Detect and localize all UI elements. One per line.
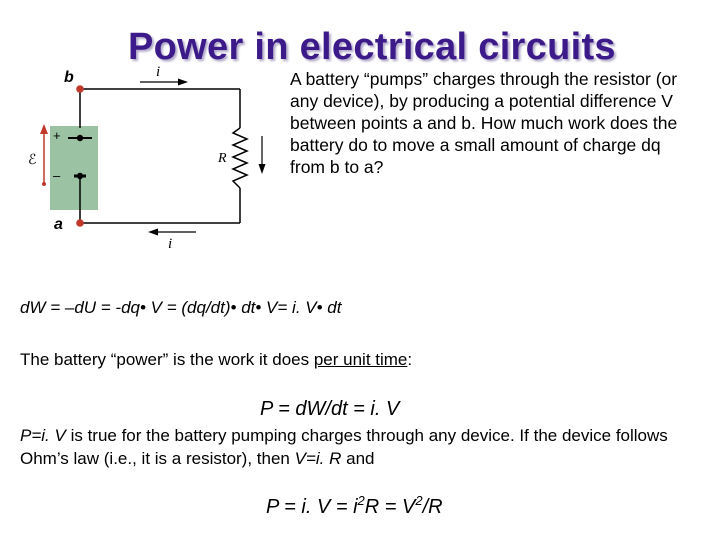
battery-body (50, 126, 98, 210)
power-definition: The battery “power” is the work it does … (20, 350, 412, 370)
emf-arrow-tail (42, 182, 46, 186)
v-equals-ir: V=i. R (294, 449, 342, 468)
question-text: A battery “pumps” charges through the re… (290, 69, 678, 177)
node-battery-plus (76, 134, 84, 142)
label-minus: – (53, 168, 61, 183)
current-arrowhead-bottom (148, 228, 158, 236)
final-eq-part-a: P = i. V = i (266, 496, 358, 518)
power-equation: P = dW/dt = i. V (260, 398, 400, 420)
label-current-bottom: i (168, 236, 172, 252)
label-emf: ℰ (28, 152, 36, 168)
work-equation: dW = –dU = -dq• V = (dq/dt)• dt• V= i. V… (20, 298, 342, 317)
label-resistor: R (217, 151, 227, 166)
paragraph-end: and (341, 449, 375, 468)
final-power-equation: P = i. V = i2R = V2/R (266, 493, 443, 519)
final-eq-squared-2: 2 (415, 493, 423, 508)
current-arrowhead-right (258, 164, 266, 174)
label-current-top: i (156, 64, 160, 80)
final-eq-squared-1: 2 (357, 493, 365, 508)
paragraph-text: is true for the battery pumping charges … (20, 426, 668, 468)
slide-title: Power in electrical circuits (128, 26, 616, 68)
label-a: a (54, 216, 63, 233)
node-b (76, 85, 84, 93)
power-definition-colon: : (407, 350, 413, 369)
ohms-law-paragraph: P=i. V is true for the battery pumping c… (20, 424, 710, 470)
circuit-diagram: b a i i i R ℰ + – (28, 64, 266, 252)
current-arrowhead-top (178, 78, 188, 86)
emf-arrowhead (40, 124, 48, 134)
final-eq-part-b: R = V (364, 496, 416, 518)
resistor-zigzag (231, 127, 249, 189)
per-unit-time-underlined: per unit time (313, 350, 408, 369)
final-eq-part-c: /R (422, 496, 443, 518)
power-definition-text: The battery “power” is the work it does (20, 350, 314, 369)
p-equals-iv: P=i. V (20, 426, 66, 445)
node-a (76, 219, 84, 227)
label-plus: + (53, 128, 61, 143)
label-b: b (64, 69, 74, 86)
node-battery-minus (76, 172, 84, 180)
